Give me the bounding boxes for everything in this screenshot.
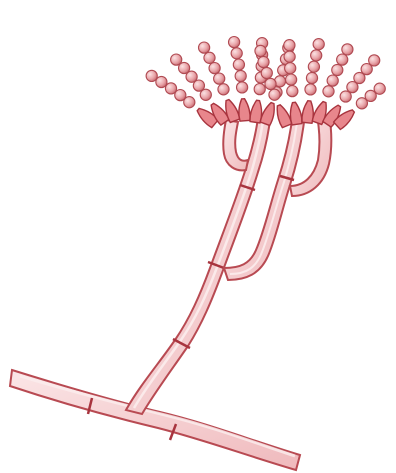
metula-left bbox=[223, 120, 248, 170]
phialide bbox=[302, 101, 313, 124]
conidium-spore bbox=[214, 73, 225, 84]
conidium-spore bbox=[284, 40, 295, 51]
conidium-spore bbox=[229, 37, 240, 48]
conidium-spore bbox=[218, 84, 229, 95]
conidium-spore bbox=[284, 51, 295, 62]
conidium-spore bbox=[156, 76, 167, 87]
conidium-spore bbox=[285, 63, 296, 74]
phialide bbox=[290, 102, 302, 125]
conidium-spore bbox=[265, 78, 276, 89]
conidium-spore bbox=[255, 45, 266, 56]
conidium-spore bbox=[369, 55, 380, 66]
conidium-spore bbox=[332, 64, 343, 75]
conidium-spore bbox=[305, 84, 316, 95]
conidium-spore bbox=[308, 61, 319, 72]
conidium-spore bbox=[306, 72, 317, 83]
conidium-spore bbox=[374, 83, 385, 94]
conidium-spore bbox=[209, 63, 220, 74]
conidium-spore bbox=[313, 39, 324, 50]
phialide bbox=[250, 100, 262, 123]
conidium-spore bbox=[146, 70, 157, 81]
conidium-spore bbox=[204, 52, 215, 63]
conidium-spore bbox=[171, 54, 182, 65]
conidium-spore bbox=[323, 86, 334, 97]
conidium-spore bbox=[231, 48, 242, 59]
conidium-spore bbox=[337, 54, 348, 65]
conidium-spore bbox=[254, 84, 265, 95]
conidium-spore bbox=[287, 86, 298, 97]
phialide bbox=[226, 100, 240, 123]
phialide bbox=[239, 99, 250, 121]
conidium-spore bbox=[342, 44, 353, 55]
conidium-spore bbox=[233, 59, 244, 70]
phialides bbox=[197, 99, 354, 130]
conidium-spore bbox=[165, 83, 176, 94]
conidium-spore bbox=[311, 50, 322, 61]
conidium-spore bbox=[261, 67, 272, 78]
conidium-spore bbox=[235, 70, 246, 81]
conidium-spore bbox=[286, 74, 297, 85]
conidium-spore bbox=[269, 89, 280, 100]
conidium-spore bbox=[327, 75, 338, 86]
conidium-spore bbox=[258, 56, 269, 67]
conidium-spore bbox=[237, 82, 248, 93]
conidia-chains bbox=[146, 37, 385, 109]
phialide bbox=[277, 105, 291, 128]
phialide bbox=[260, 103, 274, 126]
conidium-spore bbox=[199, 42, 210, 53]
